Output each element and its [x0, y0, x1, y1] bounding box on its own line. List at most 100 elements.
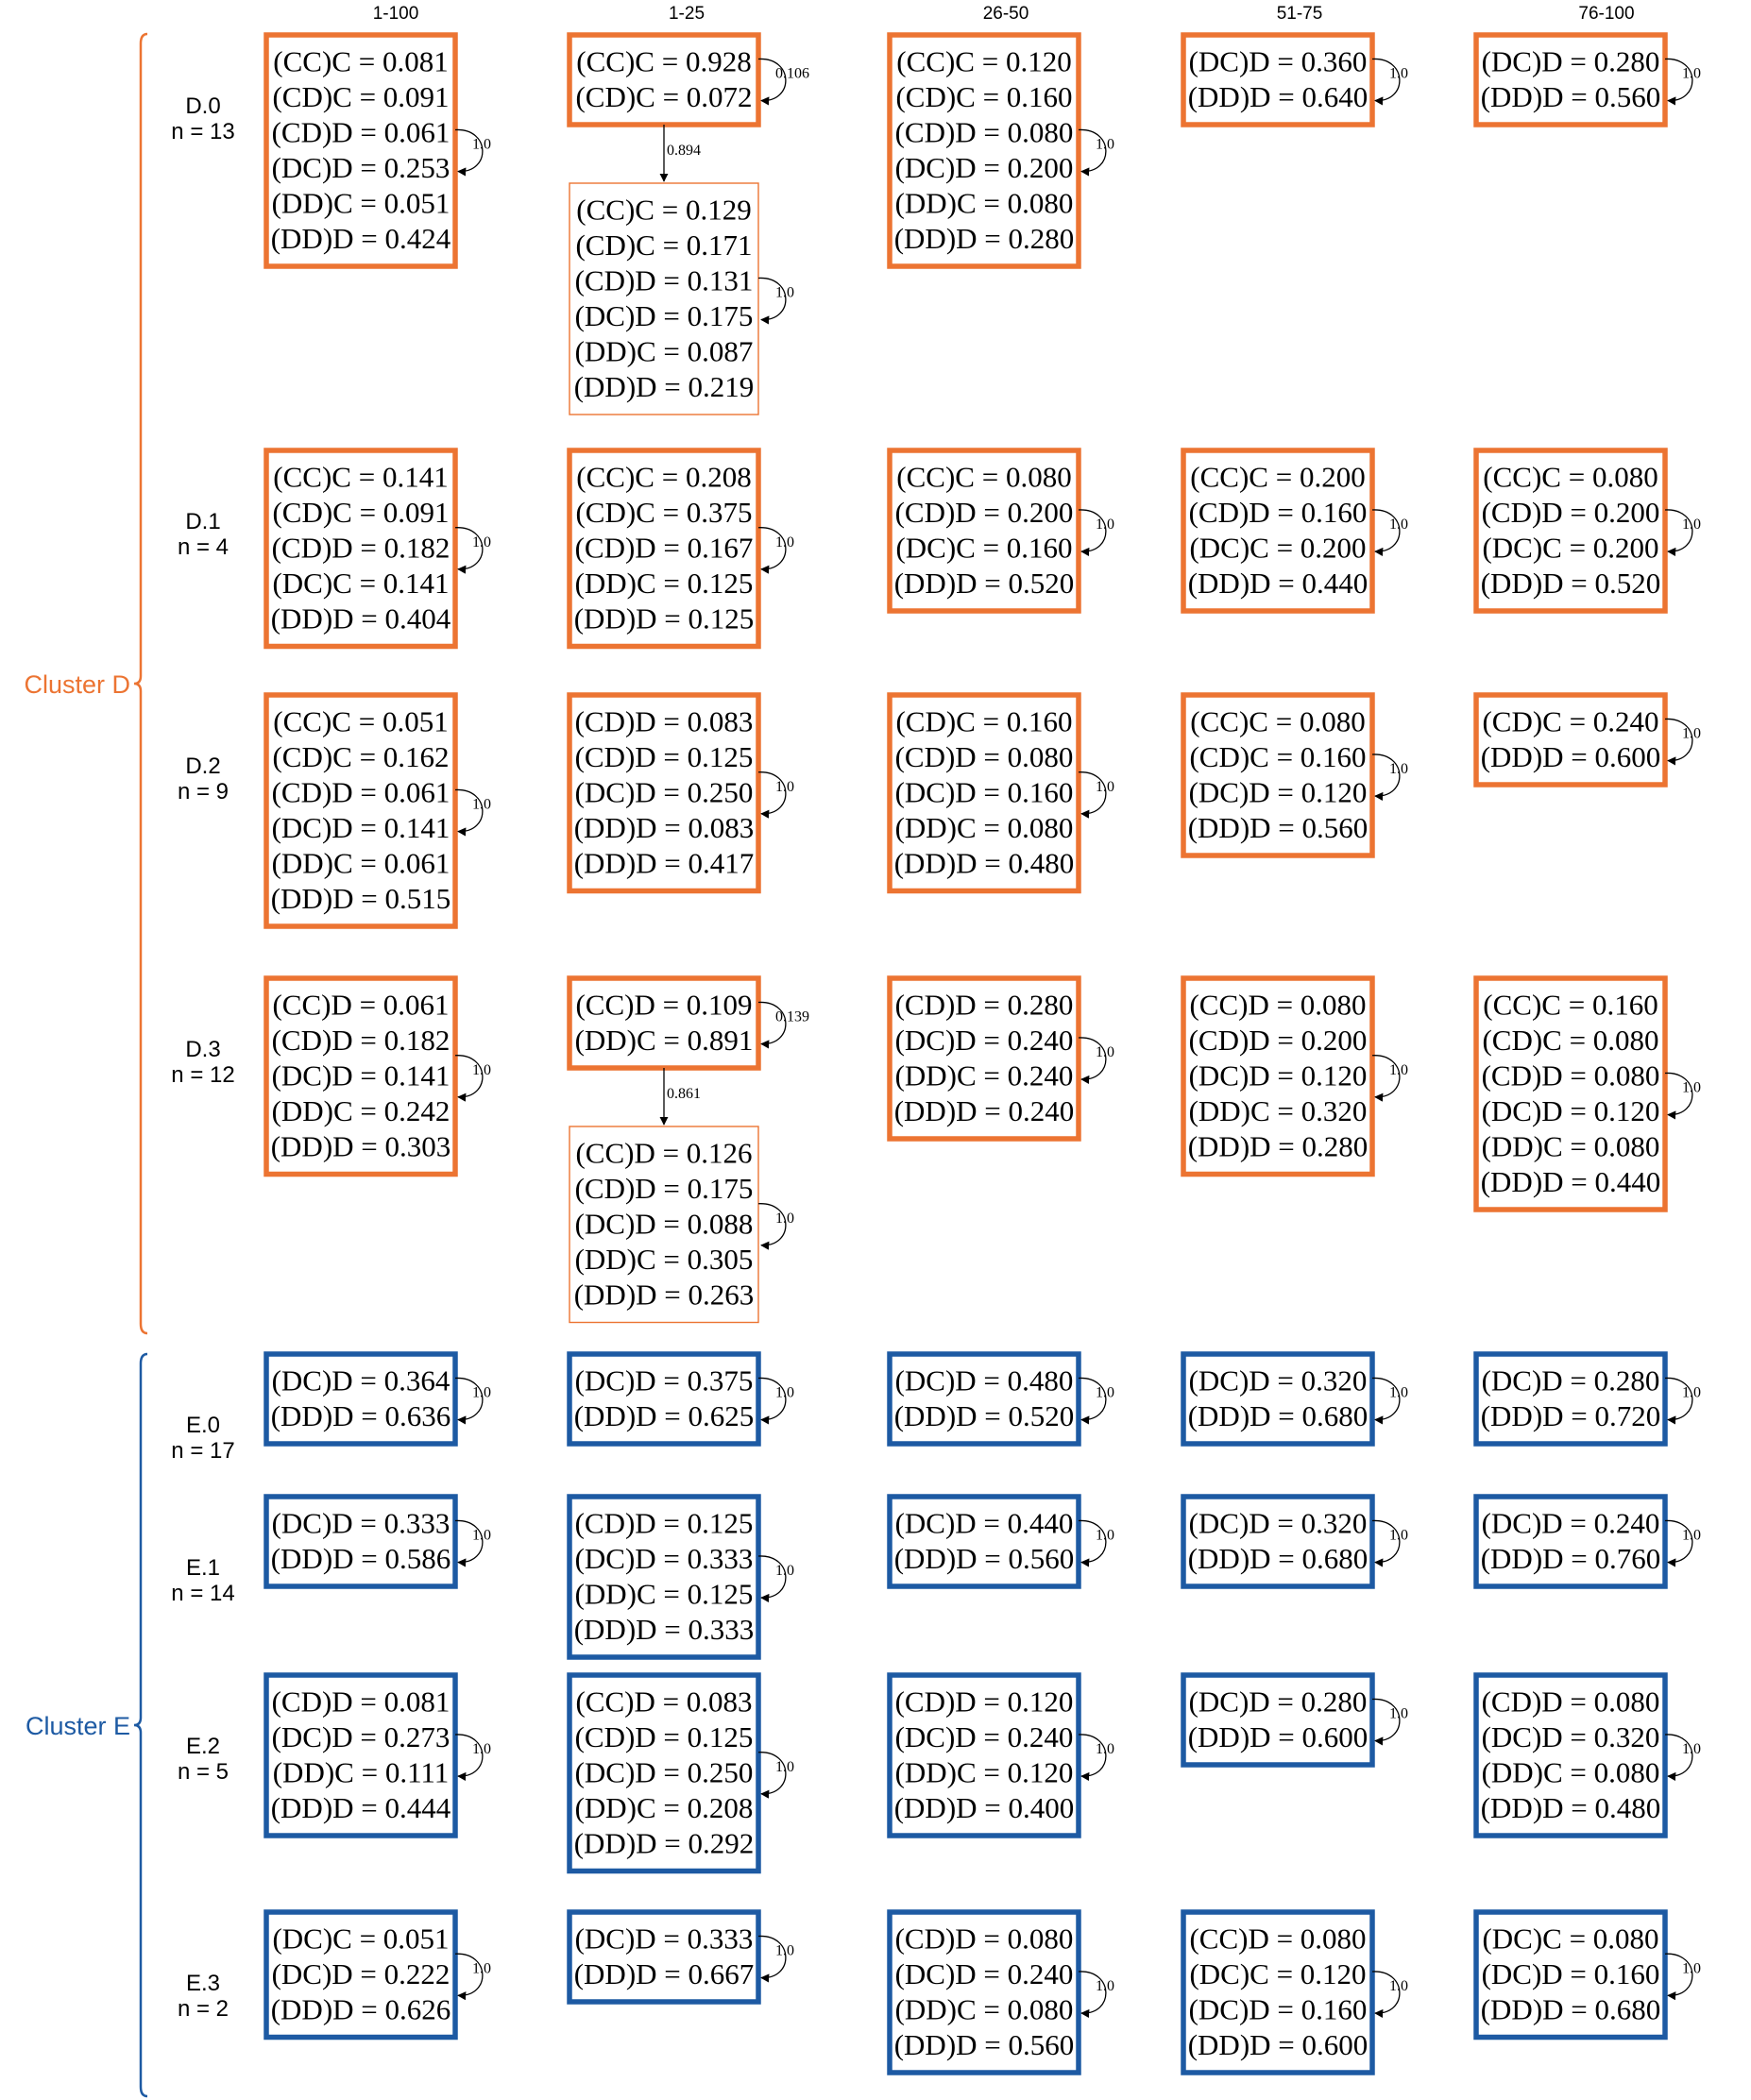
group-name: E.1 [186, 1555, 220, 1581]
state-box-border [887, 448, 1081, 614]
self-loop-arrow [1078, 509, 1107, 556]
state-box: (CD)D = 0.120(DC)D = 0.240(DD)C = 0.120(… [887, 1672, 1114, 1838]
state-box-border [264, 1672, 458, 1838]
self-loop-probability: 1.0 [775, 1563, 794, 1579]
state-box-border [567, 1494, 761, 1660]
self-loop-probability: 1.0 [1096, 1741, 1114, 1757]
self-loop-arrow [1078, 128, 1107, 177]
self-loop-arrow [1664, 1072, 1693, 1120]
probability-entry: (DD)C = 0.080 [895, 811, 1074, 844]
probability-entry: (CD)D = 0.182 [272, 532, 450, 565]
probability-entry: (DD)D = 0.280 [1188, 1130, 1368, 1163]
probability-entry: (CC)C = 0.080 [896, 461, 1071, 494]
self-loop-arrow [1078, 1971, 1107, 2018]
probability-entry: (DD)D = 0.417 [574, 847, 755, 880]
column-header-26-50: 26-50 [983, 4, 1029, 24]
probability-entry: (CD)C = 0.091 [272, 80, 449, 113]
self-loop-probability: 1.0 [472, 1960, 491, 1976]
probability-entry: (DD)D = 0.303 [271, 1130, 451, 1163]
self-loop-probability: 1.0 [1096, 779, 1114, 795]
self-loop-arrow [1371, 1055, 1401, 1102]
group-size: n = 17 [171, 1438, 234, 1464]
probability-entry: (CD)D = 0.081 [272, 1685, 450, 1719]
probability-entry: (DC)D = 0.120 [1482, 1094, 1660, 1127]
probability-entry: (CC)C = 0.120 [896, 45, 1071, 78]
state-box: (CC)C = 0.160(CD)C = 0.080(CD)D = 0.080(… [1473, 975, 1701, 1212]
self-loop-arrow [454, 1055, 484, 1102]
probability-entry: (CC)D = 0.109 [575, 989, 752, 1022]
probability-entry: (DC)D = 0.240 [895, 1957, 1074, 1990]
probability-entry: (CD)D = 0.200 [895, 496, 1074, 529]
group-size: n = 9 [178, 779, 229, 804]
group-name: D.2 [185, 754, 220, 779]
probability-entry: (DD)D = 0.680 [1188, 1542, 1368, 1575]
self-loop-arrow [1371, 1519, 1401, 1567]
probability-entry: (DD)D = 0.263 [574, 1279, 755, 1312]
probability-entry: (CD)D = 0.061 [272, 116, 450, 149]
probability-entry: (DD)D = 0.404 [271, 602, 451, 635]
probability-entry: (DD)D = 0.600 [1188, 2028, 1368, 2061]
state-box: (CD)C = 0.160(CD)D = 0.080(DC)D = 0.160(… [887, 692, 1114, 894]
probability-entry: (CD)C = 0.080 [1482, 1024, 1658, 1057]
probability-entry: (CC)C = 0.928 [576, 45, 751, 78]
self-loop-arrow [1371, 754, 1401, 801]
self-loop-probability: 1.0 [1682, 1741, 1701, 1757]
probability-entry: (DC)C = 0.120 [1189, 1957, 1366, 1990]
group-e-2: E.2n = 5(CD)D = 0.081(DC)D = 0.273(DD)C … [178, 1672, 1701, 1874]
self-loop-probability: 1.0 [1389, 66, 1408, 82]
self-loop-probability: 1.0 [1096, 1385, 1114, 1401]
probability-entry: (DD)D = 0.560 [1481, 80, 1661, 113]
state-box-border [1473, 1351, 1668, 1447]
probability-entry: (DC)D = 0.240 [895, 1024, 1074, 1057]
group-size: n = 12 [171, 1062, 234, 1088]
probability-entry: (DC)D = 0.141 [272, 1059, 450, 1092]
probability-entry: (DC)D = 0.280 [1482, 45, 1660, 78]
state-box: (CC)D = 0.083(CD)D = 0.125(DC)D = 0.250(… [567, 1672, 794, 1874]
state-box-border [264, 448, 458, 650]
self-loop-arrow [1664, 1953, 1693, 2001]
probability-entry: (DC)D = 0.160 [895, 776, 1074, 809]
probability-entry: (DC)D = 0.333 [272, 1507, 450, 1540]
probability-entry: (CD)D = 0.125 [575, 1507, 754, 1540]
self-loop-probability: 1.0 [1389, 1978, 1408, 1994]
probability-entry: (DD)C = 0.080 [895, 1993, 1074, 2026]
self-loop-probability: 0.106 [775, 66, 809, 82]
state-box-border [887, 1494, 1081, 1589]
state-box-border [887, 32, 1081, 269]
group-size: n = 4 [178, 534, 229, 560]
self-loop-arrow [1664, 58, 1693, 106]
probability-entry: (DC)D = 0.200 [895, 151, 1074, 184]
state-box-border [1181, 692, 1375, 858]
group-d-0: D.0n = 13(CC)C = 0.081(CD)C = 0.091(CD)D… [171, 32, 1701, 415]
self-loop-probability: 1.0 [472, 1062, 491, 1078]
state-box-border [567, 32, 761, 127]
self-loop-arrow [454, 1734, 484, 1781]
probability-entry: (CD)C = 0.160 [895, 705, 1072, 738]
self-loop-probability: 1.0 [1389, 1528, 1408, 1544]
state-box: (CC)C = 0.129(CD)C = 0.171(CD)D = 0.131(… [569, 125, 794, 415]
self-loop-arrow [1078, 1734, 1107, 1781]
group-name: E.2 [186, 1734, 220, 1759]
self-loop-probability: 1.0 [1096, 1044, 1114, 1060]
group-e-3: E.3n = 2(DC)C = 0.051(DC)D = 0.222(DD)D … [178, 1909, 1701, 2075]
self-loop-arrow [757, 58, 787, 106]
self-loop-arrow [757, 527, 787, 574]
self-loop-probability: 1.0 [775, 779, 794, 795]
state-box-border [1473, 32, 1668, 127]
self-loop-arrow [757, 1555, 787, 1602]
probability-entry: (CD)D = 0.080 [895, 740, 1074, 773]
probability-entry: (DD)D = 0.083 [574, 811, 755, 844]
probability-entry: (CD)D = 0.080 [1482, 1685, 1660, 1719]
probability-entry: (DD)C = 0.080 [1482, 1756, 1660, 1789]
probability-entry: (DC)D = 0.160 [1482, 1957, 1660, 1990]
self-loop-probability: 1.0 [472, 797, 491, 813]
self-loop-probability: 1.0 [1682, 1080, 1701, 1096]
probability-entry: (DD)D = 0.520 [894, 567, 1075, 600]
